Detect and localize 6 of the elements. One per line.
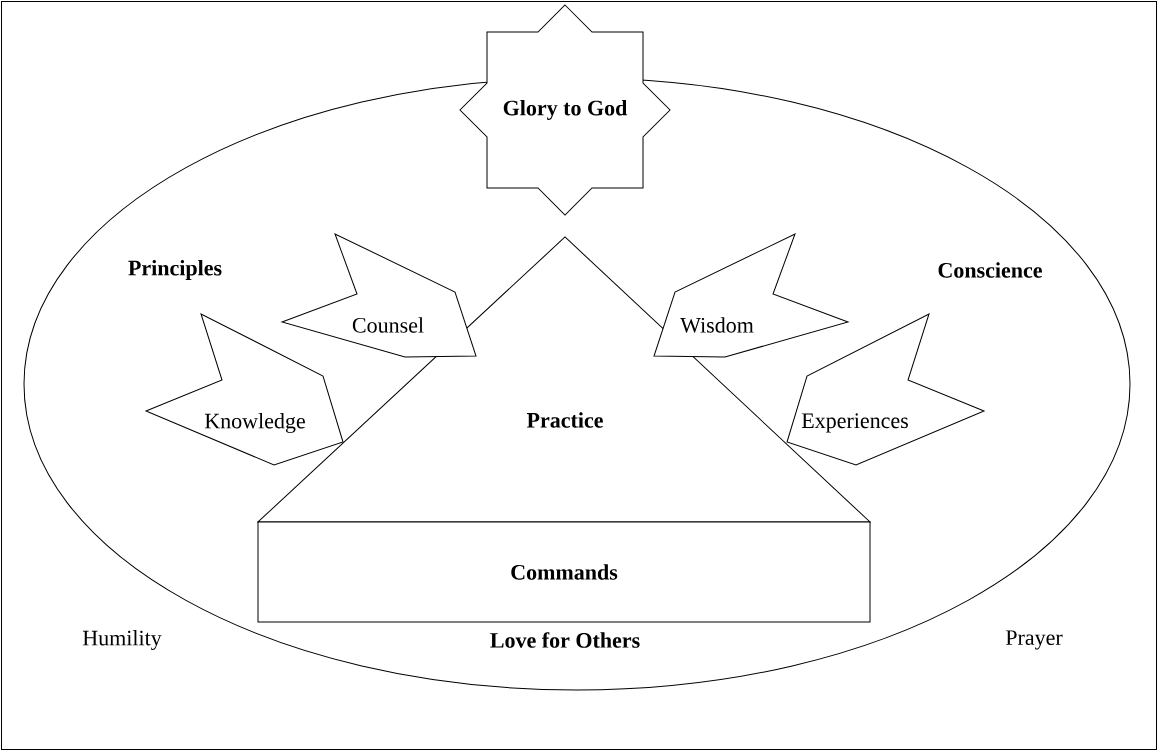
ellipse-outline [23, 77, 1131, 691]
rectangle-box: Commands [257, 521, 871, 623]
text-label: Principles [128, 260, 222, 280]
text-label: Humility [82, 630, 162, 650]
text-label: Conscience [938, 262, 1042, 278]
text-label: Prayer [1005, 630, 1063, 650]
